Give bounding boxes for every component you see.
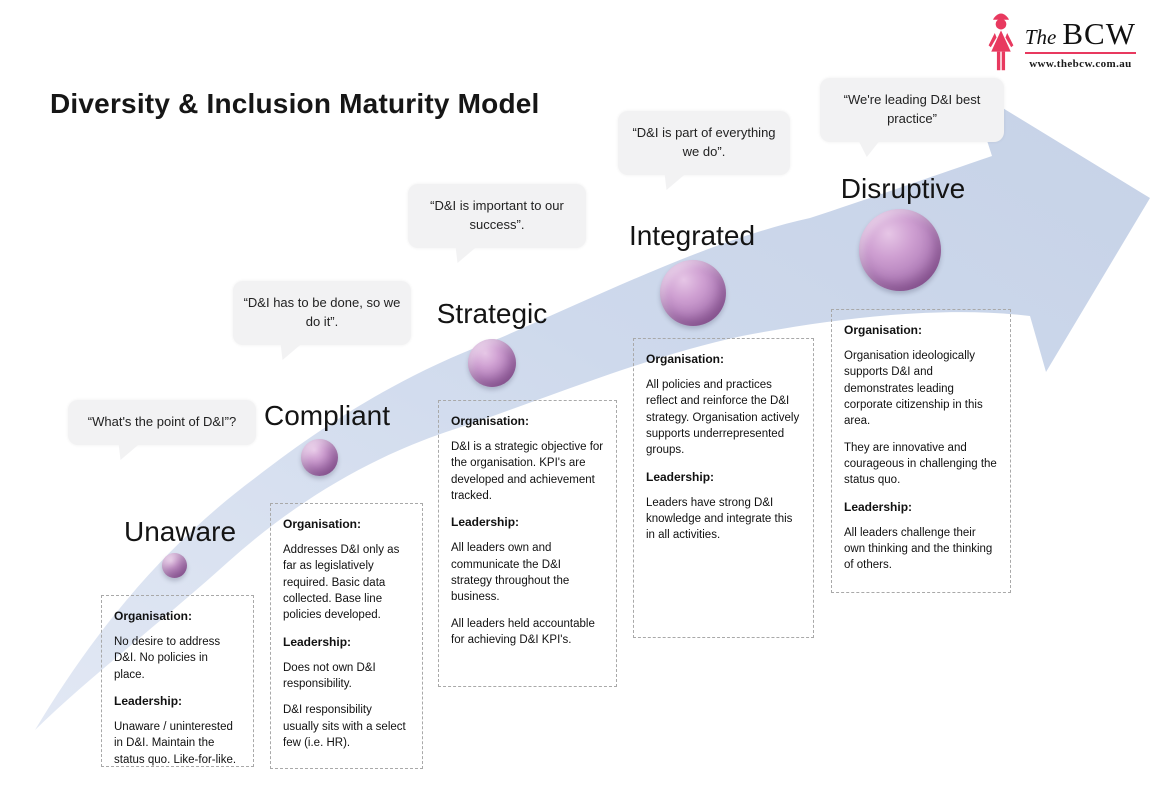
stage-label-strategic: Strategic — [436, 298, 548, 329]
leadership-heading: Leadership: — [646, 469, 715, 484]
quote-text: “D&I is part of everything we do”. — [632, 125, 776, 159]
quote-bubble-compliant: “D&I has to be done, so we do it”. — [233, 281, 411, 345]
leadership-heading: Leadership: — [451, 515, 520, 530]
quote-bubble-unaware: “What's the point of D&I”? — [68, 400, 256, 445]
brand-underline — [1024, 52, 1136, 54]
info-box-disruptive: Organisation: Organisation ideologically… — [831, 309, 1011, 593]
stage-sphere-compliant — [301, 439, 338, 476]
stage-sphere-strategic — [468, 339, 516, 387]
info-box-strategic: Organisation: D&I is a strategic objecti… — [438, 400, 617, 687]
stage-label-compliant: Compliant — [263, 400, 391, 431]
page-title: Diversity & Inclusion Maturity Model — [50, 88, 540, 119]
stage-sphere-integrated — [660, 260, 726, 326]
info-box-compliant: Organisation: Addresses D&I only as far … — [270, 503, 423, 769]
leadership-heading: Leadership: — [114, 694, 183, 709]
organisation-heading: Organisation: — [283, 517, 362, 531]
organisation-text: No desire to address D&I. No policies in… — [114, 636, 221, 681]
quote-bubble-integrated: “D&I is part of everything we do”. — [618, 111, 790, 175]
organisation-heading: Organisation: — [844, 323, 923, 337]
leadership-heading: Leadership: — [844, 499, 913, 514]
leadership-text: Does not own D&I responsibility.D&I resp… — [283, 661, 406, 750]
organisation-heading: Organisation: — [646, 352, 725, 366]
brand-prefix: The — [1024, 25, 1057, 49]
quote-bubble-disruptive: “We're leading D&I best practice” — [820, 78, 1004, 142]
stage-sphere-unaware — [162, 553, 187, 578]
info-box-integrated: Organisation: All policies and practices… — [633, 338, 814, 638]
leadership-text: Unaware / uninterested in D&I. Maintain … — [114, 721, 237, 766]
brand-name: BCW — [1062, 16, 1136, 51]
leadership-text: All leaders challenge their own thinking… — [844, 526, 993, 572]
organisation-text: Organisation ideologically supports D&I … — [844, 350, 997, 487]
stage-sphere-disruptive — [859, 209, 941, 291]
leadership-heading: Leadership: — [283, 634, 352, 649]
leadership-text: All leaders own and communicate the D&I … — [451, 542, 595, 647]
leadership-text: Leaders have strong D&I knowledge and in… — [646, 496, 793, 542]
info-box-unaware: Organisation: No desire to address D&I. … — [101, 595, 254, 767]
quote-text: “D&I is important to our success”. — [430, 198, 564, 232]
woman-icon — [988, 13, 1014, 71]
quote-text: “D&I has to be done, so we do it”. — [243, 295, 401, 329]
stage-label-unaware: Unaware — [123, 516, 237, 547]
stage-label-integrated: Integrated — [628, 220, 756, 251]
quote-bubble-strategic: “D&I is important to our success”. — [408, 184, 586, 248]
organisation-heading: Organisation: — [114, 609, 193, 623]
organisation-text: Addresses D&I only as far as legislative… — [283, 544, 400, 622]
brand-website: www.thebcw.com.au — [1029, 58, 1132, 70]
organisation-heading: Organisation: — [451, 414, 530, 428]
quote-text: “What's the point of D&I”? — [87, 414, 237, 429]
organisation-text: D&I is a strategic objective for the org… — [451, 441, 604, 503]
stage-label-disruptive: Disruptive — [840, 173, 966, 204]
quote-text: “We're leading D&I best practice” — [843, 92, 981, 126]
organisation-text: All policies and practices reflect and r… — [646, 379, 800, 457]
